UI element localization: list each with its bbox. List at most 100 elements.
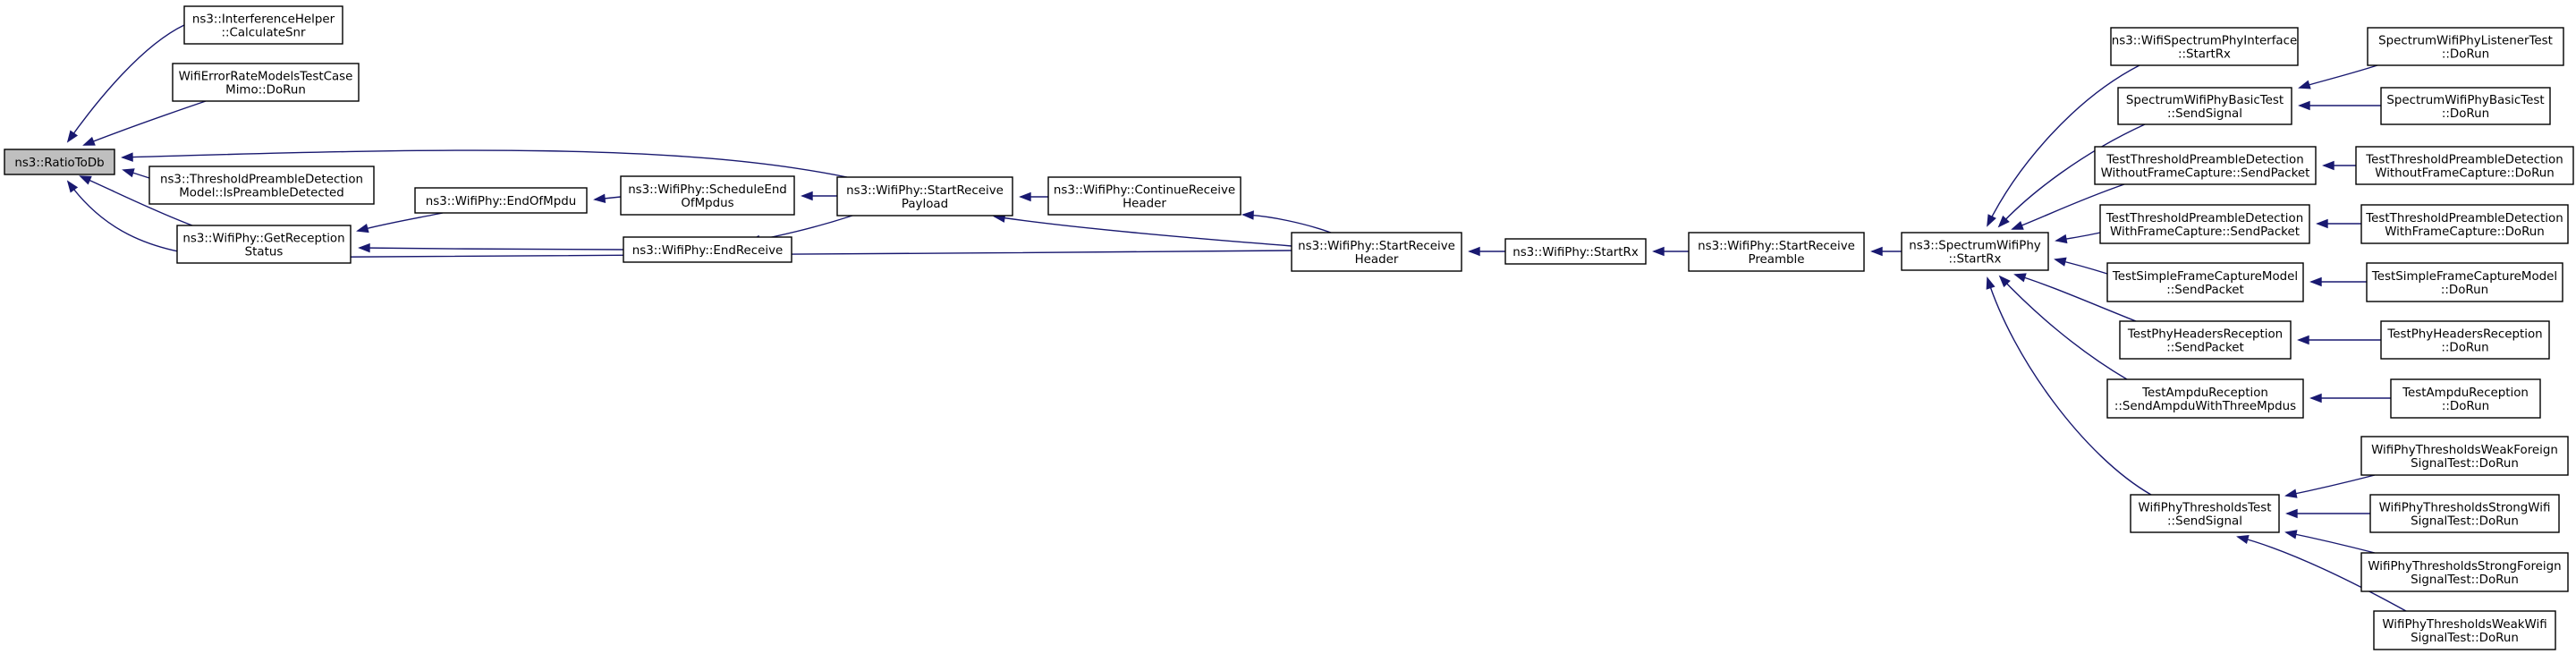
arrow-head (356, 223, 369, 234)
node-box[interactable] (1291, 232, 1462, 272)
node-weakwifi-run[interactable]: WifiPhyThresholdsWeakWifiSignalTest::DoR… (2373, 610, 2556, 650)
node-specstartrx[interactable]: ns3::SpectrumWifiPhy::StartRx (1901, 232, 2049, 271)
node-label-line: ::DoRun (2441, 342, 2488, 355)
node-box[interactable] (2380, 87, 2551, 125)
node-box[interactable] (1688, 232, 1865, 272)
node-box[interactable] (176, 225, 352, 264)
node-box[interactable] (2117, 87, 2292, 125)
node-tphr-run[interactable]: TestPhyHeadersReception::DoRun (2380, 320, 2550, 360)
node-box[interactable] (2360, 436, 2569, 476)
edge-tpdwo_send-to-specstartrx (2011, 183, 2125, 230)
node-calcsnr[interactable]: ns3::InterferenceHelper::CalculateSnr (183, 5, 343, 45)
edge-basic_run-to-basicsend (2298, 100, 2381, 111)
node-thresh-send[interactable]: WifiPhyThresholdsTest::SendSignal (2130, 494, 2280, 533)
node-label-line: Payload (902, 198, 948, 211)
node-box[interactable] (2367, 27, 2564, 66)
node-box[interactable] (2106, 378, 2304, 419)
node-ifacerx[interactable]: ns3::WifiSpectrumPhyInterface::StartRx (2110, 27, 2299, 66)
node-box[interactable] (2119, 320, 2292, 360)
node-box[interactable] (2360, 552, 2569, 592)
node-box[interactable] (623, 236, 792, 263)
node-box[interactable] (2099, 204, 2310, 244)
arrow-head (1241, 210, 1254, 220)
node-endofmpdu[interactable]: ns3::WifiPhy::EndOfMpdu (414, 187, 588, 214)
node-label-line: ns3::ThresholdPreambleDetection (160, 174, 363, 187)
node-basicsend[interactable]: SpectrumWifiPhyBasicTest::SendSignal (2117, 87, 2292, 125)
node-box[interactable] (2355, 146, 2574, 185)
node-tpdw-send[interactable]: TestThresholdPreambleDetectionWithFrameC… (2099, 204, 2310, 244)
node-threshpre[interactable]: ns3::ThresholdPreambleDetectionModel::Is… (148, 166, 375, 205)
arrow-head (1468, 246, 1480, 257)
node-label-line: WifiPhyThresholdsStrongWifi (2379, 502, 2551, 515)
node-box[interactable] (2106, 262, 2304, 302)
node-box[interactable] (1504, 238, 1647, 265)
node-label-line: SpectrumWifiPhyBasicTest (2386, 94, 2544, 107)
node-box[interactable] (2360, 204, 2569, 244)
node-label-line: TestThresholdPreambleDetection (2365, 154, 2563, 167)
node-tsfc-send[interactable]: TestSimpleFrameCaptureModel::SendPacket (2106, 262, 2304, 302)
node-label-line: WithFrameCapture::SendPacket (2110, 225, 2300, 239)
node-weakforeign-run[interactable]: WifiPhyThresholdsWeakForeignSignalTest::… (2360, 436, 2569, 476)
arrow-head (801, 191, 813, 201)
arrow-head (2322, 160, 2334, 171)
node-basic-run[interactable]: SpectrumWifiPhyBasicTest::DoRun (2380, 87, 2551, 125)
node-strongwifi-run[interactable]: WifiPhyThresholdsStrongWifiSignalTest::D… (2369, 494, 2560, 533)
node-box[interactable] (2390, 378, 2541, 419)
node-tpdw-run[interactable]: TestThresholdPreambleDetectionWithFrameC… (2360, 204, 2569, 244)
arrow-head (66, 180, 79, 193)
node-tpdwo-run[interactable]: TestThresholdPreambleDetectionWithoutFra… (2355, 146, 2574, 185)
arrow-head (1998, 275, 2011, 288)
arrow-head (2236, 534, 2250, 545)
node-label-line: ns3::WifiPhy::StartReceive (846, 184, 1004, 198)
edge-line (1242, 214, 1332, 234)
node-label-line: ns3::WifiPhy::StartRx (1513, 246, 1639, 259)
edge-calcsnr-to-ratio (66, 24, 185, 143)
node-box[interactable] (2380, 320, 2550, 360)
edge-line (2299, 64, 2378, 89)
node-box[interactable] (1901, 232, 2049, 271)
node-tpdwo-send[interactable]: TestThresholdPreambleDetectionWithoutFra… (2094, 146, 2317, 185)
edge-weakforeign_run-to-thresh_send (2284, 474, 2376, 498)
node-label-line: Preamble (1749, 253, 1805, 267)
node-tampdu-run[interactable]: TestAmpduReception::DoRun (2390, 378, 2541, 419)
node-box[interactable] (2369, 494, 2560, 533)
node-box[interactable] (172, 63, 360, 102)
node-tsfc-run[interactable]: TestSimpleFrameCaptureModel::DoRun (2366, 262, 2563, 302)
edge-line (359, 247, 624, 251)
node-label-line: ns3::SpectrumWifiPhy (1909, 240, 2041, 253)
arrow-head (2298, 80, 2311, 89)
edge-tphr_send-to-specstartrx (2013, 273, 2137, 322)
node-ratio[interactable]: ns3::RatioToDb (4, 149, 115, 175)
node-listener-run[interactable]: SpectrumWifiPhyListenerTest::DoRun (2367, 27, 2564, 66)
node-box[interactable] (2366, 262, 2563, 302)
node-label-line: ns3::WifiPhy::StartReceive (1698, 240, 1855, 253)
node-box[interactable] (4, 149, 115, 175)
node-box[interactable] (183, 5, 343, 45)
node-box[interactable] (2110, 27, 2299, 66)
node-label-line: ::DoRun (2442, 48, 2489, 62)
node-box[interactable] (414, 187, 588, 214)
node-box[interactable] (836, 176, 1013, 217)
edge-line (2285, 474, 2376, 497)
node-box[interactable] (2130, 494, 2280, 533)
node-box[interactable] (1047, 176, 1241, 216)
node-tphr-send[interactable]: TestPhyHeadersReception::SendPacket (2119, 320, 2292, 360)
node-box[interactable] (620, 175, 795, 216)
node-box[interactable] (148, 166, 375, 205)
node-box[interactable] (2094, 146, 2317, 185)
node-endrecv[interactable]: ns3::WifiPhy::EndReceive (623, 236, 792, 263)
node-box[interactable] (2373, 610, 2556, 650)
arrow-head (2297, 335, 2309, 345)
node-startrx[interactable]: ns3::WifiPhy::StartRx (1504, 238, 1647, 265)
edge-tsfc_run-to-tsfc_send (2309, 276, 2367, 287)
node-tampdu-send[interactable]: TestAmpduReception::SendAmpduWithThreeMp… (2106, 378, 2304, 419)
node-strongforeign-run[interactable]: WifiPhyThresholdsStrongForeignSignalTest… (2360, 552, 2569, 592)
